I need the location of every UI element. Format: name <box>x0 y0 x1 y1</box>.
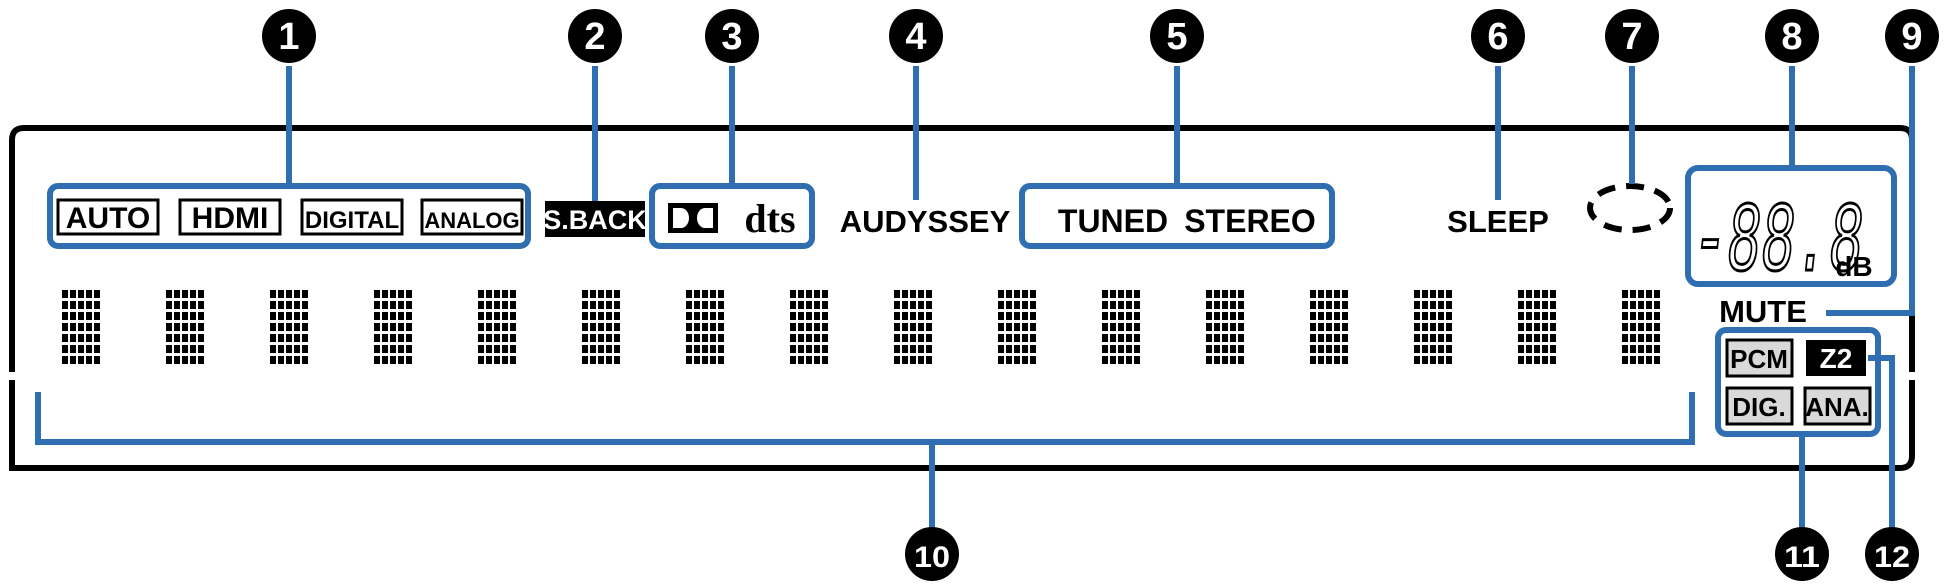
surround-back-label: S.BACK <box>543 205 647 235</box>
mute-label: MUTE <box>1719 294 1807 329</box>
character-cell <box>478 290 516 364</box>
callout-leaders <box>286 66 1915 530</box>
character-cell <box>1206 290 1244 364</box>
callout-marker-5: 5 <box>1150 9 1204 63</box>
character-cell <box>790 290 828 364</box>
callout-bracket-10 <box>35 392 1695 445</box>
audyssey-label: AUDYSSEY <box>840 204 1011 239</box>
dashed-ring-indicator <box>1587 183 1673 233</box>
callout-marker-8: 8 <box>1765 9 1819 63</box>
signal-indicator-ana: ANA. <box>1803 386 1872 426</box>
callout-number: 4 <box>905 16 926 58</box>
callout-number: 6 <box>1487 16 1508 58</box>
dolby-double-d-icon <box>668 203 718 233</box>
callout-number: 9 <box>1901 16 1922 58</box>
callout-number: 3 <box>721 16 742 58</box>
callout-number: 7 <box>1621 16 1642 58</box>
input-indicator-label: DIGITAL <box>305 207 399 234</box>
signal-indicator-label: ANA. <box>1805 392 1869 422</box>
callout-number: 12 <box>1874 541 1910 574</box>
input-indicator-label: ANALOG <box>424 208 519 233</box>
tuned-label: TUNED <box>1058 203 1168 239</box>
character-cell <box>62 290 100 364</box>
character-cell <box>374 290 412 364</box>
callout-number: 5 <box>1166 16 1187 58</box>
callout-number: 1 <box>278 16 299 58</box>
callout-marker-6: 6 <box>1471 9 1525 63</box>
input-indicator-auto: AUTO <box>56 198 160 236</box>
callout-marker-2: 2 <box>568 9 622 63</box>
input-indicator-label: AUTO <box>66 202 150 235</box>
signal-indicator-pcm: PCM <box>1725 338 1794 378</box>
character-cell <box>894 290 932 364</box>
surround-back-badge <box>545 201 645 237</box>
callout-marker-3: 3 <box>705 9 759 63</box>
character-cell <box>1414 290 1452 364</box>
callout-marker-12: 12 <box>1865 527 1919 581</box>
character-cell <box>998 290 1036 364</box>
dts-logo: dts <box>744 196 795 241</box>
signal-indicator-label: PCM <box>1730 344 1788 374</box>
character-cell <box>1622 290 1660 364</box>
input-indicator-hdmi: HDMI <box>178 198 282 236</box>
callout-marker-1: 1 <box>262 9 316 63</box>
volume-level: -88.8 <box>1693 188 1863 301</box>
character-cell <box>1310 290 1348 364</box>
callout-leader-9 <box>1826 66 1915 316</box>
callout-number: 11 <box>1784 541 1820 574</box>
callout-marker-11: 11 <box>1775 527 1829 581</box>
character-cell <box>166 290 204 364</box>
callout-marker-10: 10 <box>905 527 959 581</box>
character-cell <box>1102 290 1140 364</box>
stereo-label: STEREO <box>1184 203 1316 239</box>
callout-leader-12 <box>1868 355 1895 530</box>
character-cell <box>686 290 724 364</box>
display-frame-bottom <box>9 380 1915 471</box>
character-cell <box>270 290 308 364</box>
input-indicator-label: HDMI <box>192 202 269 235</box>
callout-marker-4: 4 <box>889 9 943 63</box>
zone-badge <box>1806 340 1866 376</box>
zone-label: Z2 <box>1820 343 1853 374</box>
input-indicator-digital: DIGITAL <box>300 198 404 236</box>
signal-indicator-dig: DIG. <box>1725 386 1794 426</box>
callout-marker-7: 7 <box>1605 9 1659 63</box>
info-character-matrix <box>62 290 1660 364</box>
input-indicator-analog: ANALOG <box>420 198 524 236</box>
sleep-label: SLEEP <box>1447 204 1549 239</box>
character-cell <box>1518 290 1556 364</box>
callout-box-11 <box>1715 327 1881 437</box>
callout-number: 8 <box>1781 16 1802 58</box>
volume-unit: dB <box>1835 251 1872 282</box>
character-cell <box>582 290 620 364</box>
signal-indicator-label: DIG. <box>1732 392 1785 422</box>
callout-marker-9: 9 <box>1885 9 1939 63</box>
callout-number: 2 <box>584 16 605 58</box>
callout-number: 10 <box>914 541 950 574</box>
